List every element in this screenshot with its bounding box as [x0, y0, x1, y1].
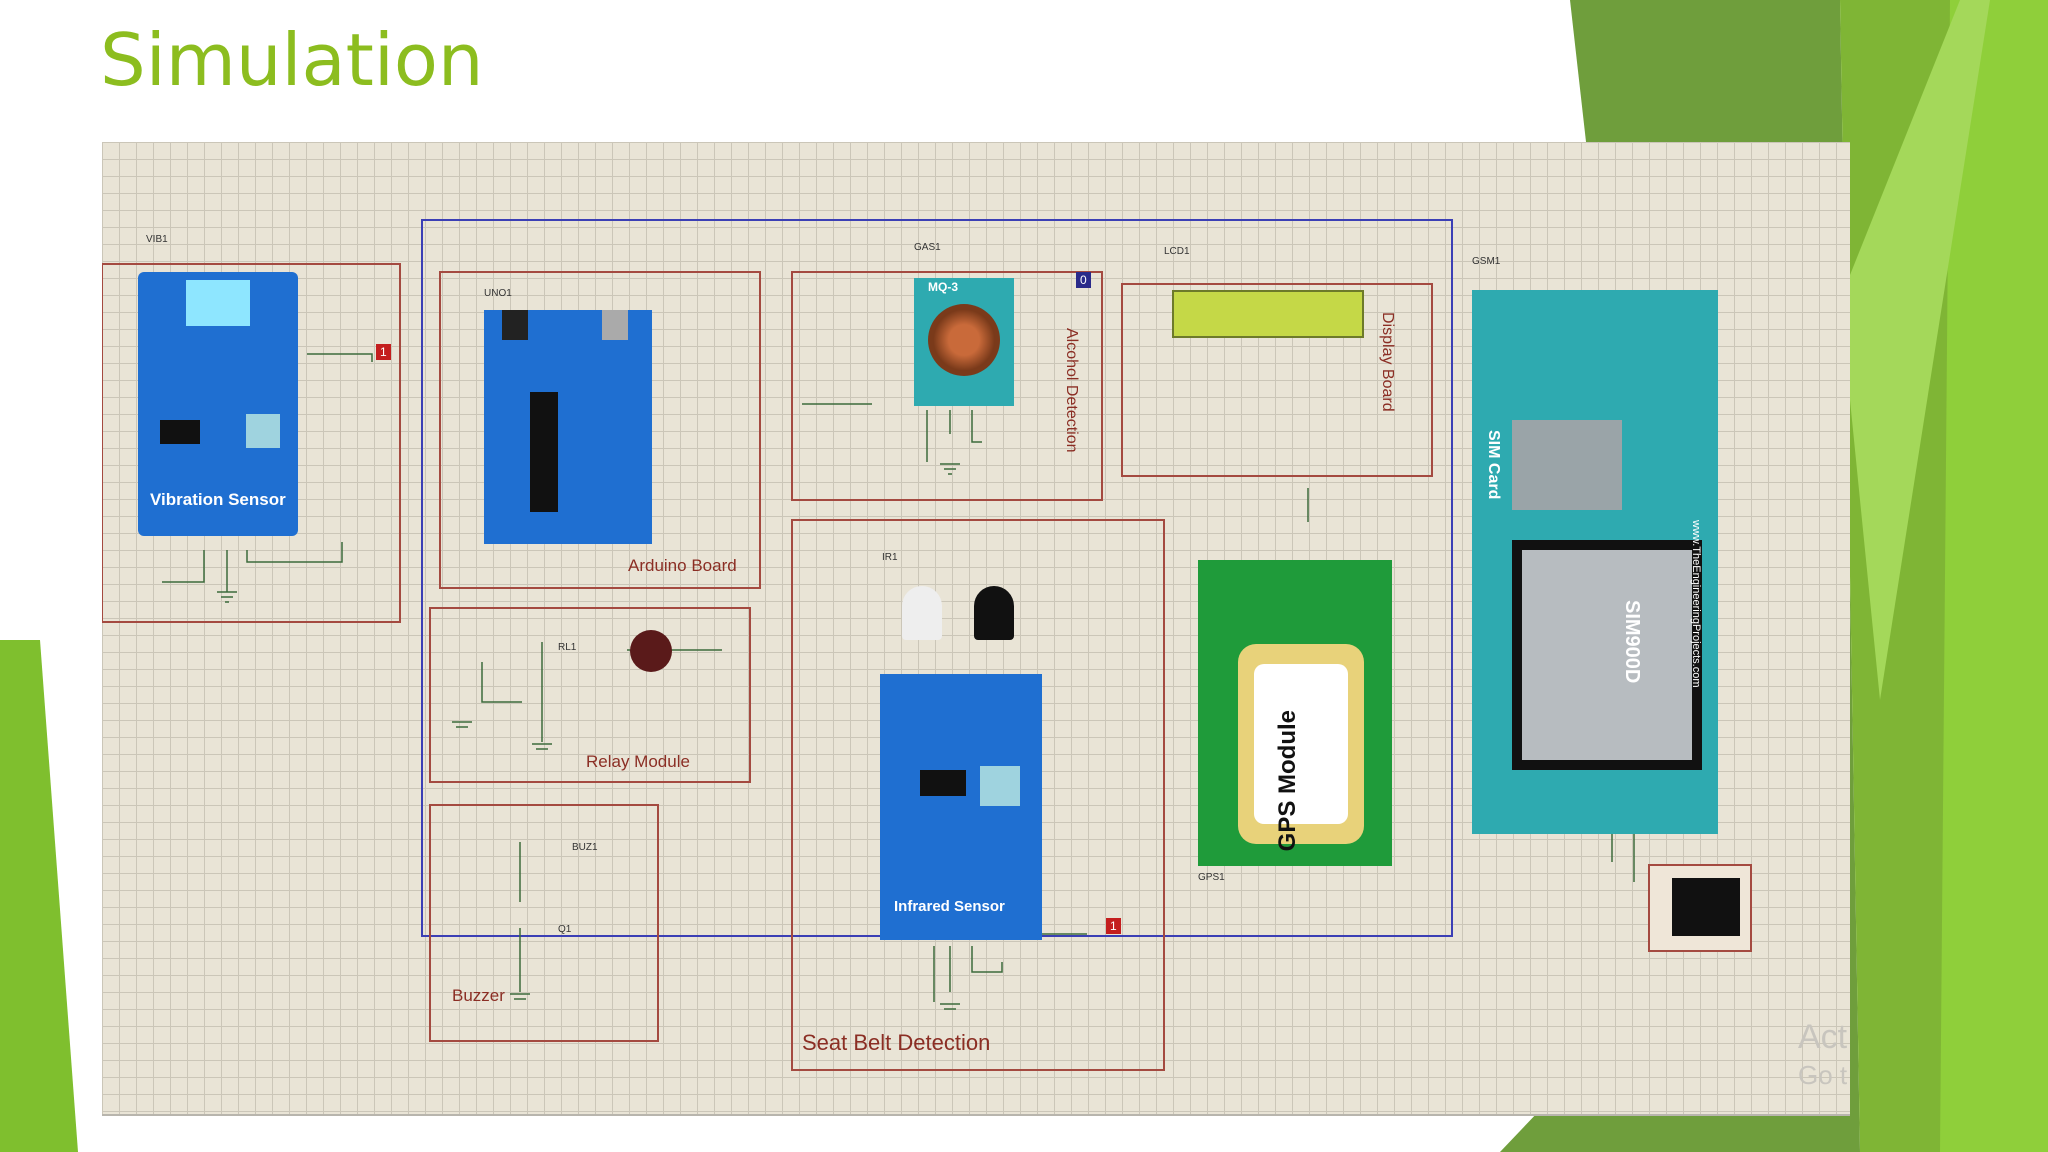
- activate-watermark-line1: Act: [1798, 1018, 1848, 1056]
- seat-belt-detection-label: Seat Belt Detection: [802, 1030, 991, 1055]
- sim-card-label: SIM Card: [1485, 430, 1502, 500]
- slide-title: Simulation: [100, 18, 484, 102]
- ir-led-black: [974, 586, 1014, 640]
- mq3-gas-sensor[interactable]: MQ-3: [914, 278, 1014, 406]
- arduino-uno-board[interactable]: [484, 310, 652, 544]
- ir-ref: IR1: [882, 552, 898, 563]
- gps-antenna-patch: [1238, 644, 1364, 844]
- sim-card-slot: [1512, 420, 1622, 510]
- vib-ref: VIB1: [146, 234, 168, 245]
- relay-buzzer-disc: [630, 630, 672, 672]
- relay-ref: RL1: [558, 642, 577, 653]
- uno-ref: UNO1: [484, 288, 512, 299]
- gsm-sim900d-module[interactable]: SIM900D SIM Card www.TheEngineeringProje…: [1472, 290, 1718, 834]
- green-left-wedge: [0, 640, 78, 1152]
- gps-module[interactable]: GPS Module: [1198, 560, 1392, 866]
- vibration-sensor-label: Vibration Sensor: [150, 490, 286, 509]
- infrared-sensor-label: Infrared Sensor: [894, 898, 1005, 915]
- alcohol-detection-label: Alcohol Detection: [1063, 328, 1080, 453]
- vibration-pot: [246, 414, 280, 448]
- buzzer-ref: BUZ1: [572, 842, 598, 853]
- green-band-bottom: [1500, 1110, 1700, 1152]
- arduino-usb: [602, 310, 628, 340]
- ir-chip: [920, 770, 966, 796]
- lcd-ref: LCD1: [1164, 246, 1190, 257]
- virtual-terminal-screen: [1672, 878, 1740, 936]
- green-band-bright: [1940, 0, 2048, 1152]
- activate-watermark-line2: Go t: [1798, 1060, 1848, 1090]
- vibration-chip: [160, 420, 200, 444]
- gps-ref: GPS1: [1198, 872, 1225, 883]
- ir-pot: [980, 766, 1020, 806]
- gas-probe: 0: [1076, 272, 1091, 288]
- gps-module-label: GPS Module: [1274, 710, 1301, 852]
- relay-module-label: Relay Module: [586, 752, 690, 771]
- transistor-ref: Q1: [558, 924, 572, 935]
- arduino-mcu: [530, 392, 558, 512]
- green-band-mid: [1840, 0, 1990, 700]
- vib-probe: 1: [376, 344, 391, 360]
- sim900d-chip: [1512, 540, 1702, 770]
- vibration-sensor-board[interactable]: Vibration Sensor: [138, 272, 298, 536]
- buzzer-label: Buzzer: [452, 986, 505, 1005]
- display-board-label: Display Board: [1379, 312, 1396, 412]
- gsm-ref: GSM1: [1472, 256, 1501, 267]
- sim900d-label: SIM900D: [1621, 600, 1643, 684]
- ir-probe: 1: [1106, 918, 1121, 934]
- arduino-power-jack: [502, 310, 528, 340]
- arduino-board-label: Arduino Board: [628, 556, 737, 575]
- lcd-display[interactable]: [1172, 290, 1364, 338]
- gsm-website: www.TheEngineeringProjects.com: [1690, 520, 1702, 688]
- vibration-spring: [186, 280, 250, 326]
- simulation-schematic[interactable]: Vibration Sensor VIB1 1 UNO1 Arduino Boa…: [102, 142, 1850, 1116]
- ir-led-white: [902, 586, 942, 640]
- mq3-sensor-element: [928, 304, 1000, 376]
- infrared-sensor-board[interactable]: Infrared Sensor: [880, 674, 1042, 940]
- gas-ref: GAS1: [914, 242, 941, 253]
- virtual-terminal[interactable]: [1648, 864, 1752, 952]
- mq3-header: MQ-3: [928, 280, 958, 294]
